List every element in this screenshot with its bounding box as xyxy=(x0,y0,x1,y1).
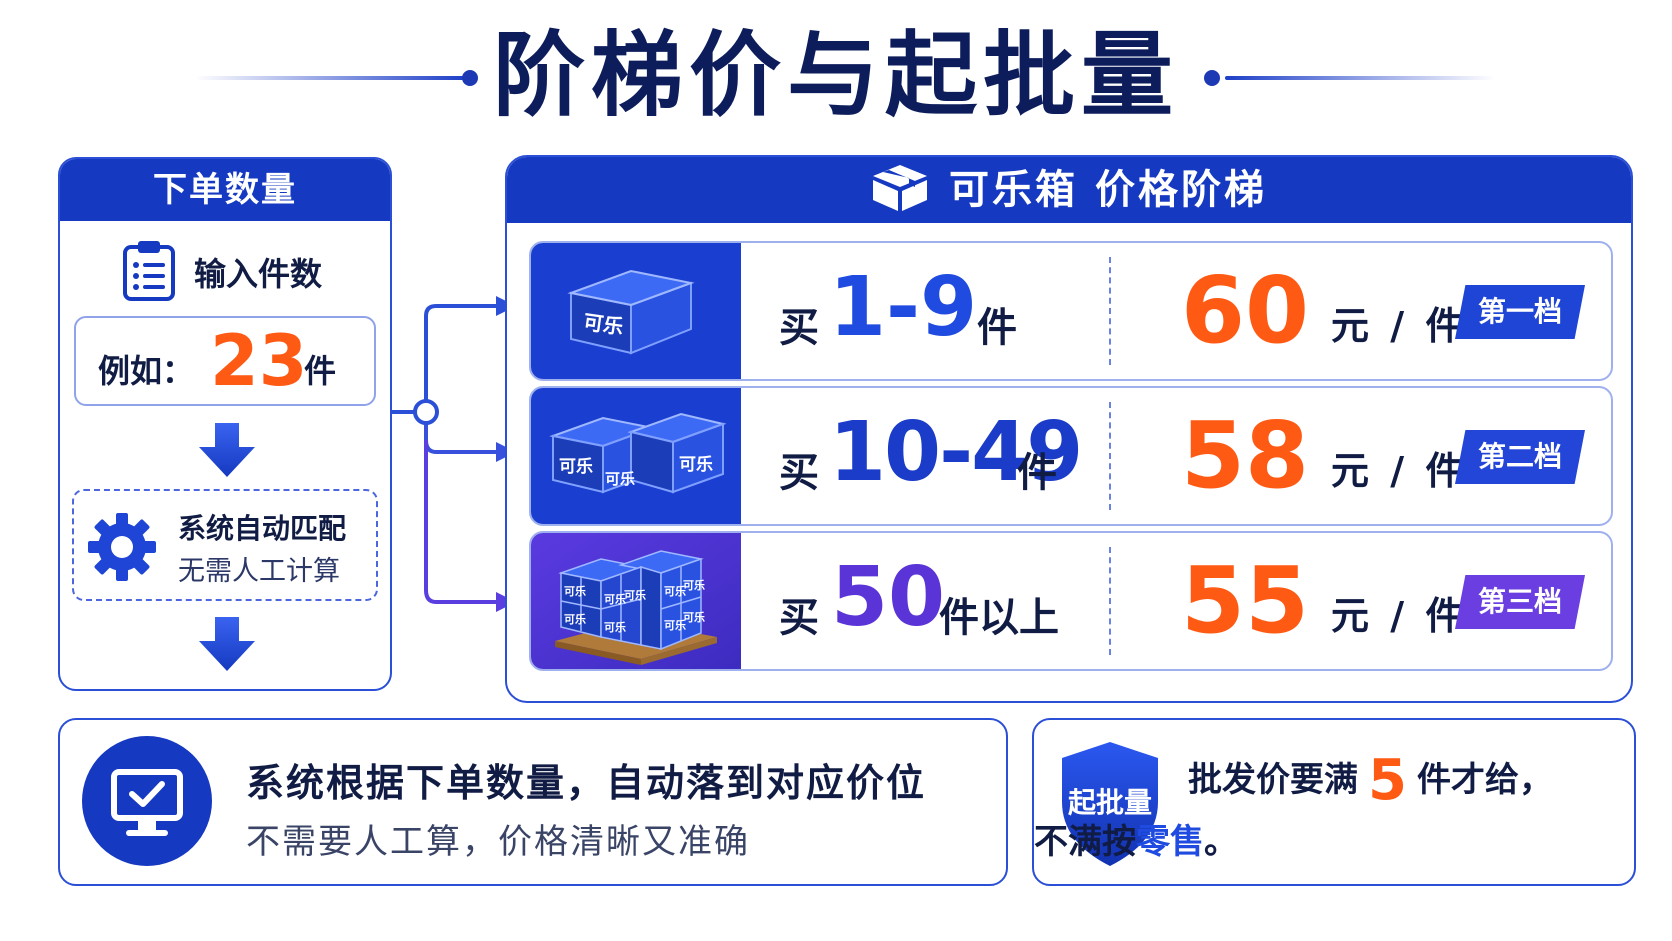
box-label: 可乐 xyxy=(664,584,686,598)
tier-row-2: 可乐 可乐 可乐 买 10-49 件 58 元 / 件 第二档 xyxy=(529,386,1613,526)
clipboard-icon xyxy=(123,241,175,301)
box-label: 可乐 xyxy=(564,612,586,626)
example-label: 例如： xyxy=(98,352,195,390)
tier-divider xyxy=(1109,257,1111,365)
title-area: 阶梯价与起批量 xyxy=(0,18,1672,128)
title-decor-dot-left xyxy=(462,70,478,86)
arrow-down-icon xyxy=(199,617,255,671)
box-label: 可乐 xyxy=(624,588,646,602)
example-unit: 件 xyxy=(304,352,337,390)
single-box-image: 可乐 xyxy=(531,243,741,379)
tier-row-3: 可乐 可乐 可乐 可乐 可乐 可乐 可乐 可乐 可乐 买 50 件以上 55 元… xyxy=(529,531,1613,671)
tier-price-unit: 元 / 件 xyxy=(1331,594,1468,638)
retail-highlight: 零售 xyxy=(1136,822,1204,862)
price-tier-header: 可乐箱 价格阶梯 xyxy=(507,157,1631,223)
tier-price: 58 xyxy=(1181,402,1310,509)
box-label: 可乐 xyxy=(683,610,705,624)
shield-label: 起批量 xyxy=(1068,786,1152,819)
box-label: 可乐 xyxy=(582,310,625,339)
tier-buy-label: 买 xyxy=(779,305,819,351)
auto-match-box: 系统自动匹配 无需人工计算 xyxy=(72,489,378,601)
tier-price: 55 xyxy=(1181,547,1310,654)
box-label: 可乐 xyxy=(604,592,626,606)
tier-range: 1-9 xyxy=(829,260,978,355)
branch-connector xyxy=(390,296,516,612)
arrow-down-icon xyxy=(199,423,255,477)
auto-price-title: 系统根据下单数量，自动落到对应价位 xyxy=(246,761,927,805)
tier-unit: 件 xyxy=(977,305,1017,351)
min-order-line-2: 不满按零售。 xyxy=(1034,814,1238,863)
gear-icon xyxy=(88,513,156,581)
min-order-text: 不满按 xyxy=(1034,822,1136,862)
title-decor-line-right xyxy=(1225,76,1495,80)
min-order-quantity: 5 xyxy=(1368,748,1407,813)
tier-buy-label: 买 xyxy=(779,450,819,496)
order-quantity-header: 下单数量 xyxy=(60,159,390,221)
tier-buy-label: 买 xyxy=(779,595,819,641)
tier-unit: 件 xyxy=(1017,450,1057,496)
tier-price-unit: 元 / 件 xyxy=(1331,449,1468,493)
box-icon xyxy=(873,165,928,211)
pallet-boxes-image: 可乐 可乐 可乐 可乐 可乐 可乐 可乐 可乐 可乐 xyxy=(531,533,741,669)
tier-divider xyxy=(1109,547,1111,655)
monitor-check-icon xyxy=(82,736,212,866)
box-label: 可乐 xyxy=(564,584,586,598)
tier-price-unit: 元 / 件 xyxy=(1331,304,1468,348)
title-decor-dot-right xyxy=(1204,70,1220,86)
price-tier-panel: 可乐箱 价格阶梯 可乐 买 1-9 件 60 元 / 件 第一档 xyxy=(505,155,1633,703)
input-count-row: 输入件数 xyxy=(122,239,362,301)
tier-range: 50 xyxy=(831,550,946,645)
auto-match-subtitle: 无需人工计算 xyxy=(178,556,340,587)
page-title: 阶梯价与起批量 xyxy=(492,22,1179,129)
box-label: 可乐 xyxy=(679,455,713,475)
example-value: 23 xyxy=(210,320,308,402)
multi-box-image: 可乐 可乐 可乐 xyxy=(531,388,741,524)
tier-badge: 第二档 xyxy=(1455,430,1585,484)
tier-badge: 第三档 xyxy=(1455,575,1585,629)
order-quantity-panel: 下单数量 输入件数 例如： 23 件 xyxy=(58,157,392,691)
box-label: 可乐 xyxy=(604,620,626,634)
input-count-label: 输入件数 xyxy=(194,255,323,293)
auto-price-subtitle: 不需要人工算，价格清晰又准确 xyxy=(246,822,750,862)
auto-price-note: 系统根据下单数量，自动落到对应价位 不需要人工算，价格清晰又准确 xyxy=(58,718,1008,886)
tier-range: 10-49 xyxy=(829,405,1083,500)
min-order-text: 批发价要满 xyxy=(1188,760,1358,800)
tier-price: 60 xyxy=(1181,257,1310,364)
shield-icon: 起批量 xyxy=(1062,742,1158,866)
box-label: 可乐 xyxy=(559,457,593,477)
box-label: 可乐 xyxy=(605,470,635,488)
tier-badge: 第一档 xyxy=(1455,285,1585,339)
price-tier-title: 可乐箱 价格阶梯 xyxy=(949,167,1267,213)
auto-match-title: 系统自动匹配 xyxy=(178,512,347,545)
box-label: 可乐 xyxy=(683,578,705,592)
min-order-text: 件才给， xyxy=(1416,760,1553,800)
min-order-text: 。 xyxy=(1204,822,1238,862)
tier-divider xyxy=(1109,402,1111,510)
tier-unit: 件以上 xyxy=(939,595,1059,641)
box-label: 可乐 xyxy=(664,618,686,632)
tier-row-1: 可乐 买 1-9 件 60 元 / 件 第一档 xyxy=(529,241,1613,381)
title-decor-line-left xyxy=(195,76,465,80)
example-quantity-box: 例如： 23 件 xyxy=(74,316,376,406)
